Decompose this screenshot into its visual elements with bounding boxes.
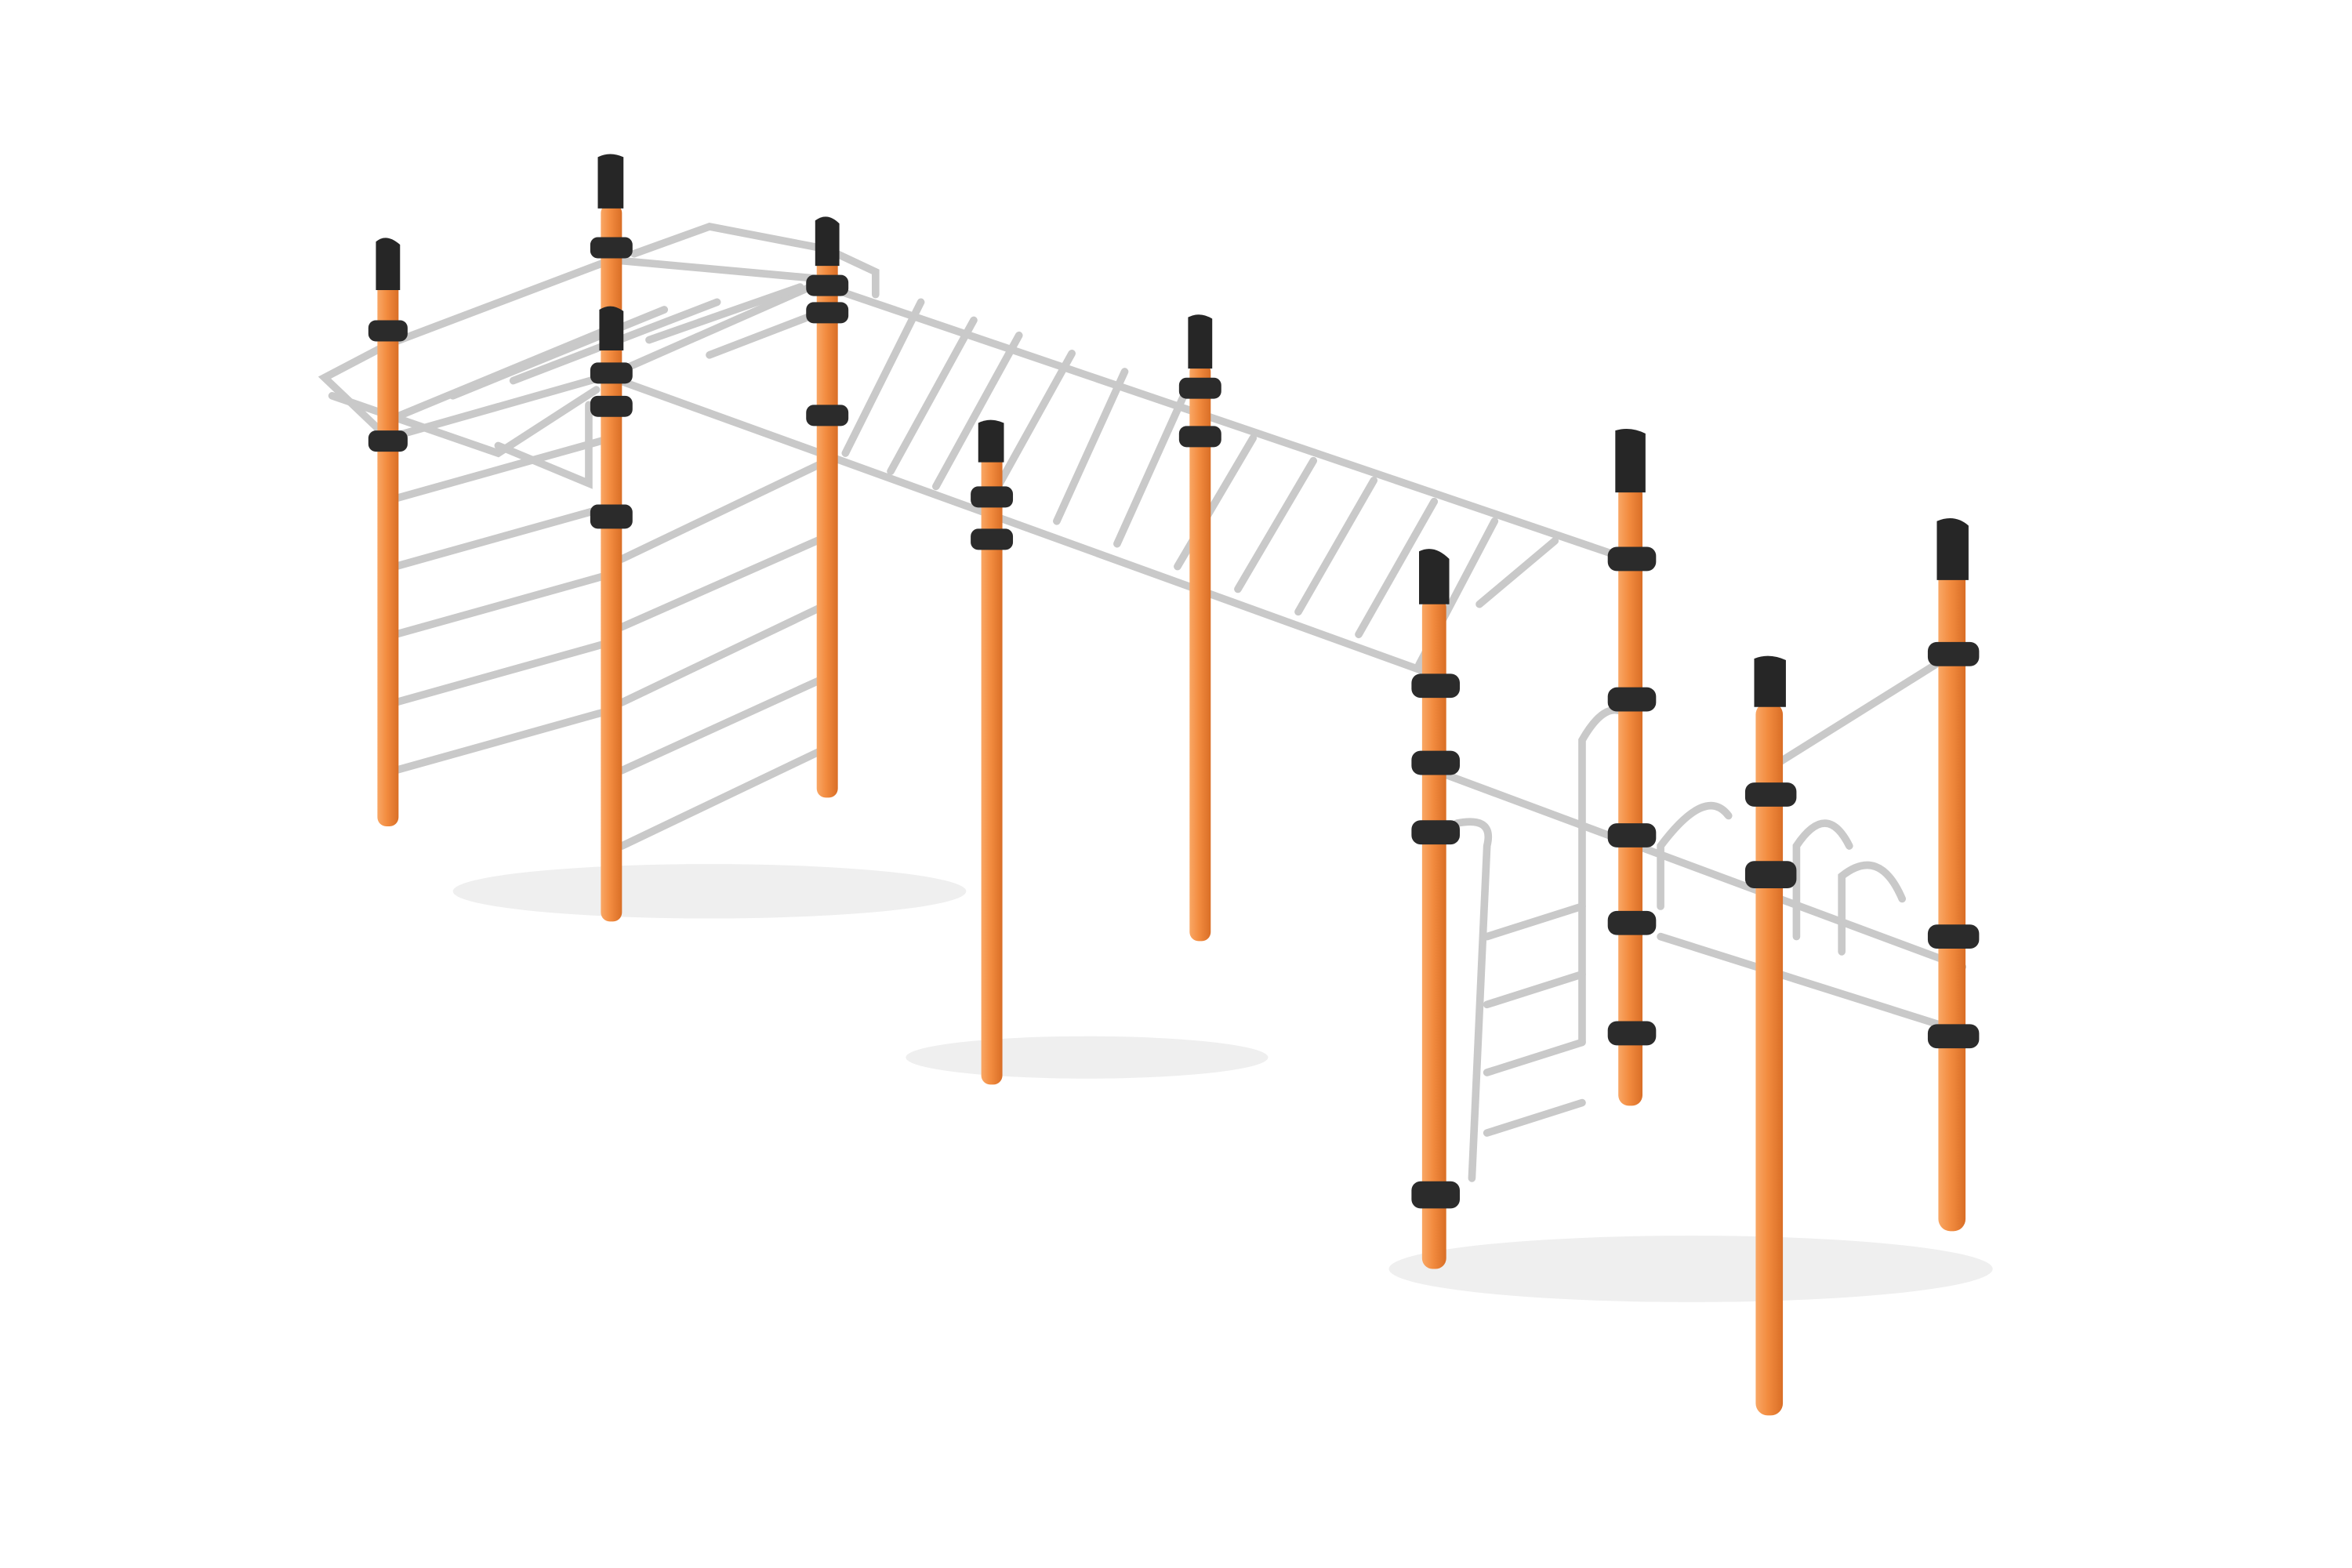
cap [1615, 428, 1646, 493]
monkey-rung [1053, 368, 1129, 525]
cap [815, 216, 840, 267]
shadow-middle [906, 1036, 1269, 1079]
monkey-rung [1355, 497, 1439, 639]
parallel-bar-loop [1657, 801, 1733, 910]
top-rung [448, 306, 669, 400]
shadow-left [452, 864, 967, 919]
clamp [1744, 782, 1797, 807]
monkey-rail-back [823, 283, 1632, 563]
parallel-bar-loop [1838, 861, 1907, 956]
cap [1754, 655, 1786, 707]
monkey-rung [1113, 389, 1189, 548]
clamp [1607, 546, 1657, 572]
clamp [1607, 687, 1657, 712]
clamp [590, 362, 633, 384]
monkey-rung [1174, 434, 1258, 571]
post [816, 256, 838, 798]
steel-bars [318, 223, 1967, 1182]
middle-wall-bars [618, 456, 832, 850]
clamp [806, 405, 849, 426]
clamp [1927, 641, 1980, 666]
clamp [1411, 750, 1461, 775]
post [981, 453, 1003, 1085]
cap [376, 238, 401, 290]
clamp [1607, 1021, 1657, 1046]
monkey-rung [1234, 456, 1318, 593]
clamp [806, 274, 849, 296]
monkey-rail-front [608, 373, 1431, 677]
clamp [1411, 1181, 1461, 1209]
clamp [1411, 820, 1461, 845]
clamp [971, 486, 1014, 508]
right-handle-u2 [1453, 818, 1492, 1182]
cap [1188, 314, 1213, 369]
post [1938, 566, 1966, 1232]
cap [597, 154, 624, 209]
shadow-right [1388, 1236, 1993, 1302]
right-rail-top [1762, 653, 1951, 775]
clamp [1178, 426, 1221, 448]
clamp [1178, 377, 1221, 399]
clamp [590, 504, 633, 529]
clamp [368, 430, 408, 452]
top-rung [645, 283, 804, 344]
post [1189, 362, 1211, 942]
right-ladder [1483, 902, 1586, 1137]
clamp [971, 528, 1014, 550]
clamp [590, 395, 633, 417]
monkey-rung [1475, 536, 1559, 608]
clamp [1927, 1024, 1980, 1049]
cap [1419, 549, 1450, 604]
post [1618, 483, 1642, 1106]
monkey-rung [932, 331, 1023, 491]
parallel-bar-loop [1792, 819, 1853, 941]
cap [1936, 518, 1969, 580]
clamp [1607, 823, 1657, 848]
clamps [368, 237, 1980, 1209]
cap [599, 306, 624, 351]
cap [978, 419, 1004, 463]
right-rail-bottom [1657, 932, 1951, 1032]
clamp [806, 302, 849, 324]
post [377, 279, 399, 826]
monkey-rung [841, 298, 925, 457]
monkey-rung [1294, 476, 1378, 616]
clamp [1607, 910, 1657, 935]
clamp [1744, 861, 1797, 888]
post [1755, 702, 1784, 1416]
clamp [368, 320, 408, 342]
clamp [590, 237, 633, 259]
post-caps [376, 154, 1969, 707]
monkey-rung [985, 350, 1076, 507]
monkey-rung [887, 316, 978, 475]
left-wall-bars [391, 434, 615, 775]
clamp [1927, 924, 1980, 949]
right-rail-low [1430, 766, 1967, 971]
clamp [1411, 673, 1461, 699]
